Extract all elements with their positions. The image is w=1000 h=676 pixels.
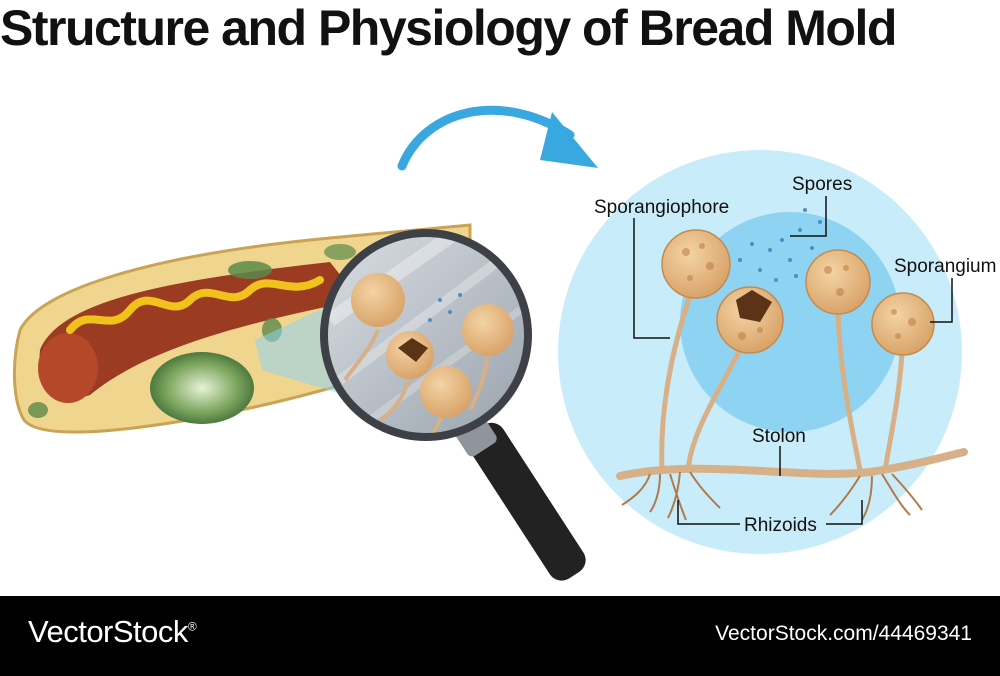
page-title: Structure and Physiology of Bread Mold — [0, 0, 897, 56]
brand-name: VectorStock — [28, 614, 188, 649]
sporangium-3 — [805, 249, 871, 315]
brand-logo: VectorStock® — [28, 614, 197, 650]
label-sporangiophore: Sporangiophore — [594, 197, 729, 218]
stock-id: VectorStock.com/44469341 — [715, 622, 972, 645]
bread-mold-diagram: Sporangiophore Spores Sporangium Stolon … — [12, 105, 996, 581]
sporangium-4 — [871, 292, 935, 356]
spores — [738, 208, 822, 282]
footer-bar: VectorStock® VectorStock.com/44469341 — [0, 596, 1000, 676]
leader-lines — [633, 196, 953, 525]
sporangium-1 — [661, 229, 731, 299]
label-stolon: Stolon — [752, 426, 806, 447]
label-rhizoids: Rhizoids — [744, 515, 817, 536]
rhizoids — [621, 471, 923, 521]
mold-structure — [616, 208, 968, 521]
label-sporangium: Sporangium — [894, 256, 996, 277]
magnifying-glass-icon — [320, 229, 586, 581]
label-spores: Spores — [792, 174, 852, 195]
brand-mark: ® — [187, 619, 197, 634]
curved-arrow-icon — [397, 105, 598, 171]
